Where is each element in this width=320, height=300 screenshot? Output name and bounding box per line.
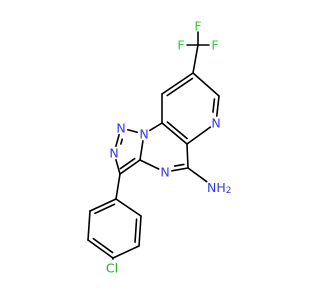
atom-label-f3: F (211, 38, 218, 53)
bond-c3a-n1 (139, 140, 144, 161)
bond-c7-n6-inner (212, 98, 216, 113)
bond-n4-c5-inner (173, 163, 185, 167)
bond-n1-n2 (126, 128, 139, 134)
atom-label-n6: N (211, 116, 220, 131)
bond-p1-p2-inner (94, 203, 116, 215)
bond-c3-c3a-inner (119, 157, 136, 170)
bond-c8-c9-inner (166, 77, 194, 97)
bond-p6-p1 (115, 198, 142, 217)
bond-c9a-n1 (149, 122, 163, 132)
bond-c3-p1 (115, 173, 121, 200)
bond-c3-c3a (119, 159, 141, 175)
bond-n2-n3-inner (120, 138, 124, 145)
atom-label-f2: F (177, 38, 184, 53)
atom-label-n4: N (160, 165, 169, 180)
bond-p5-p6 (138, 215, 142, 247)
bond-p2-p3 (87, 210, 91, 241)
bond-c5-nh2 (187, 167, 208, 183)
atom-label-cl: Cl (106, 261, 118, 276)
atom-label-n2: N (116, 121, 125, 136)
bond-c6a-c9a-inner (166, 121, 188, 140)
bond-n2-n3 (115, 133, 120, 148)
bond-c3a-n4 (139, 159, 160, 170)
bond-c8-c9 (161, 72, 194, 95)
bond-n4-c5 (171, 167, 189, 172)
bond-c7-n6 (215, 95, 220, 117)
atom-label-n1: N (139, 127, 148, 142)
bond-n6-c6a (186, 126, 212, 145)
bond-c8-c7 (192, 72, 220, 97)
bond-p4-p5 (112, 245, 140, 259)
bond-c6a-c9a (161, 122, 188, 145)
bond-cf3c-c8 (192, 44, 199, 74)
atom-label-f1: F (194, 19, 201, 34)
bond-n3-c3 (115, 158, 121, 175)
atom-label-nh2: NH2 (207, 180, 231, 197)
bond-c5-c6a (186, 143, 189, 169)
bond-p3-p4 (87, 239, 114, 259)
bond-p5-p6-inner (134, 218, 138, 244)
atom-label-n3: N (109, 146, 118, 161)
bond-p3-p4-inner (92, 237, 114, 254)
bond-p1-p2 (89, 198, 117, 212)
